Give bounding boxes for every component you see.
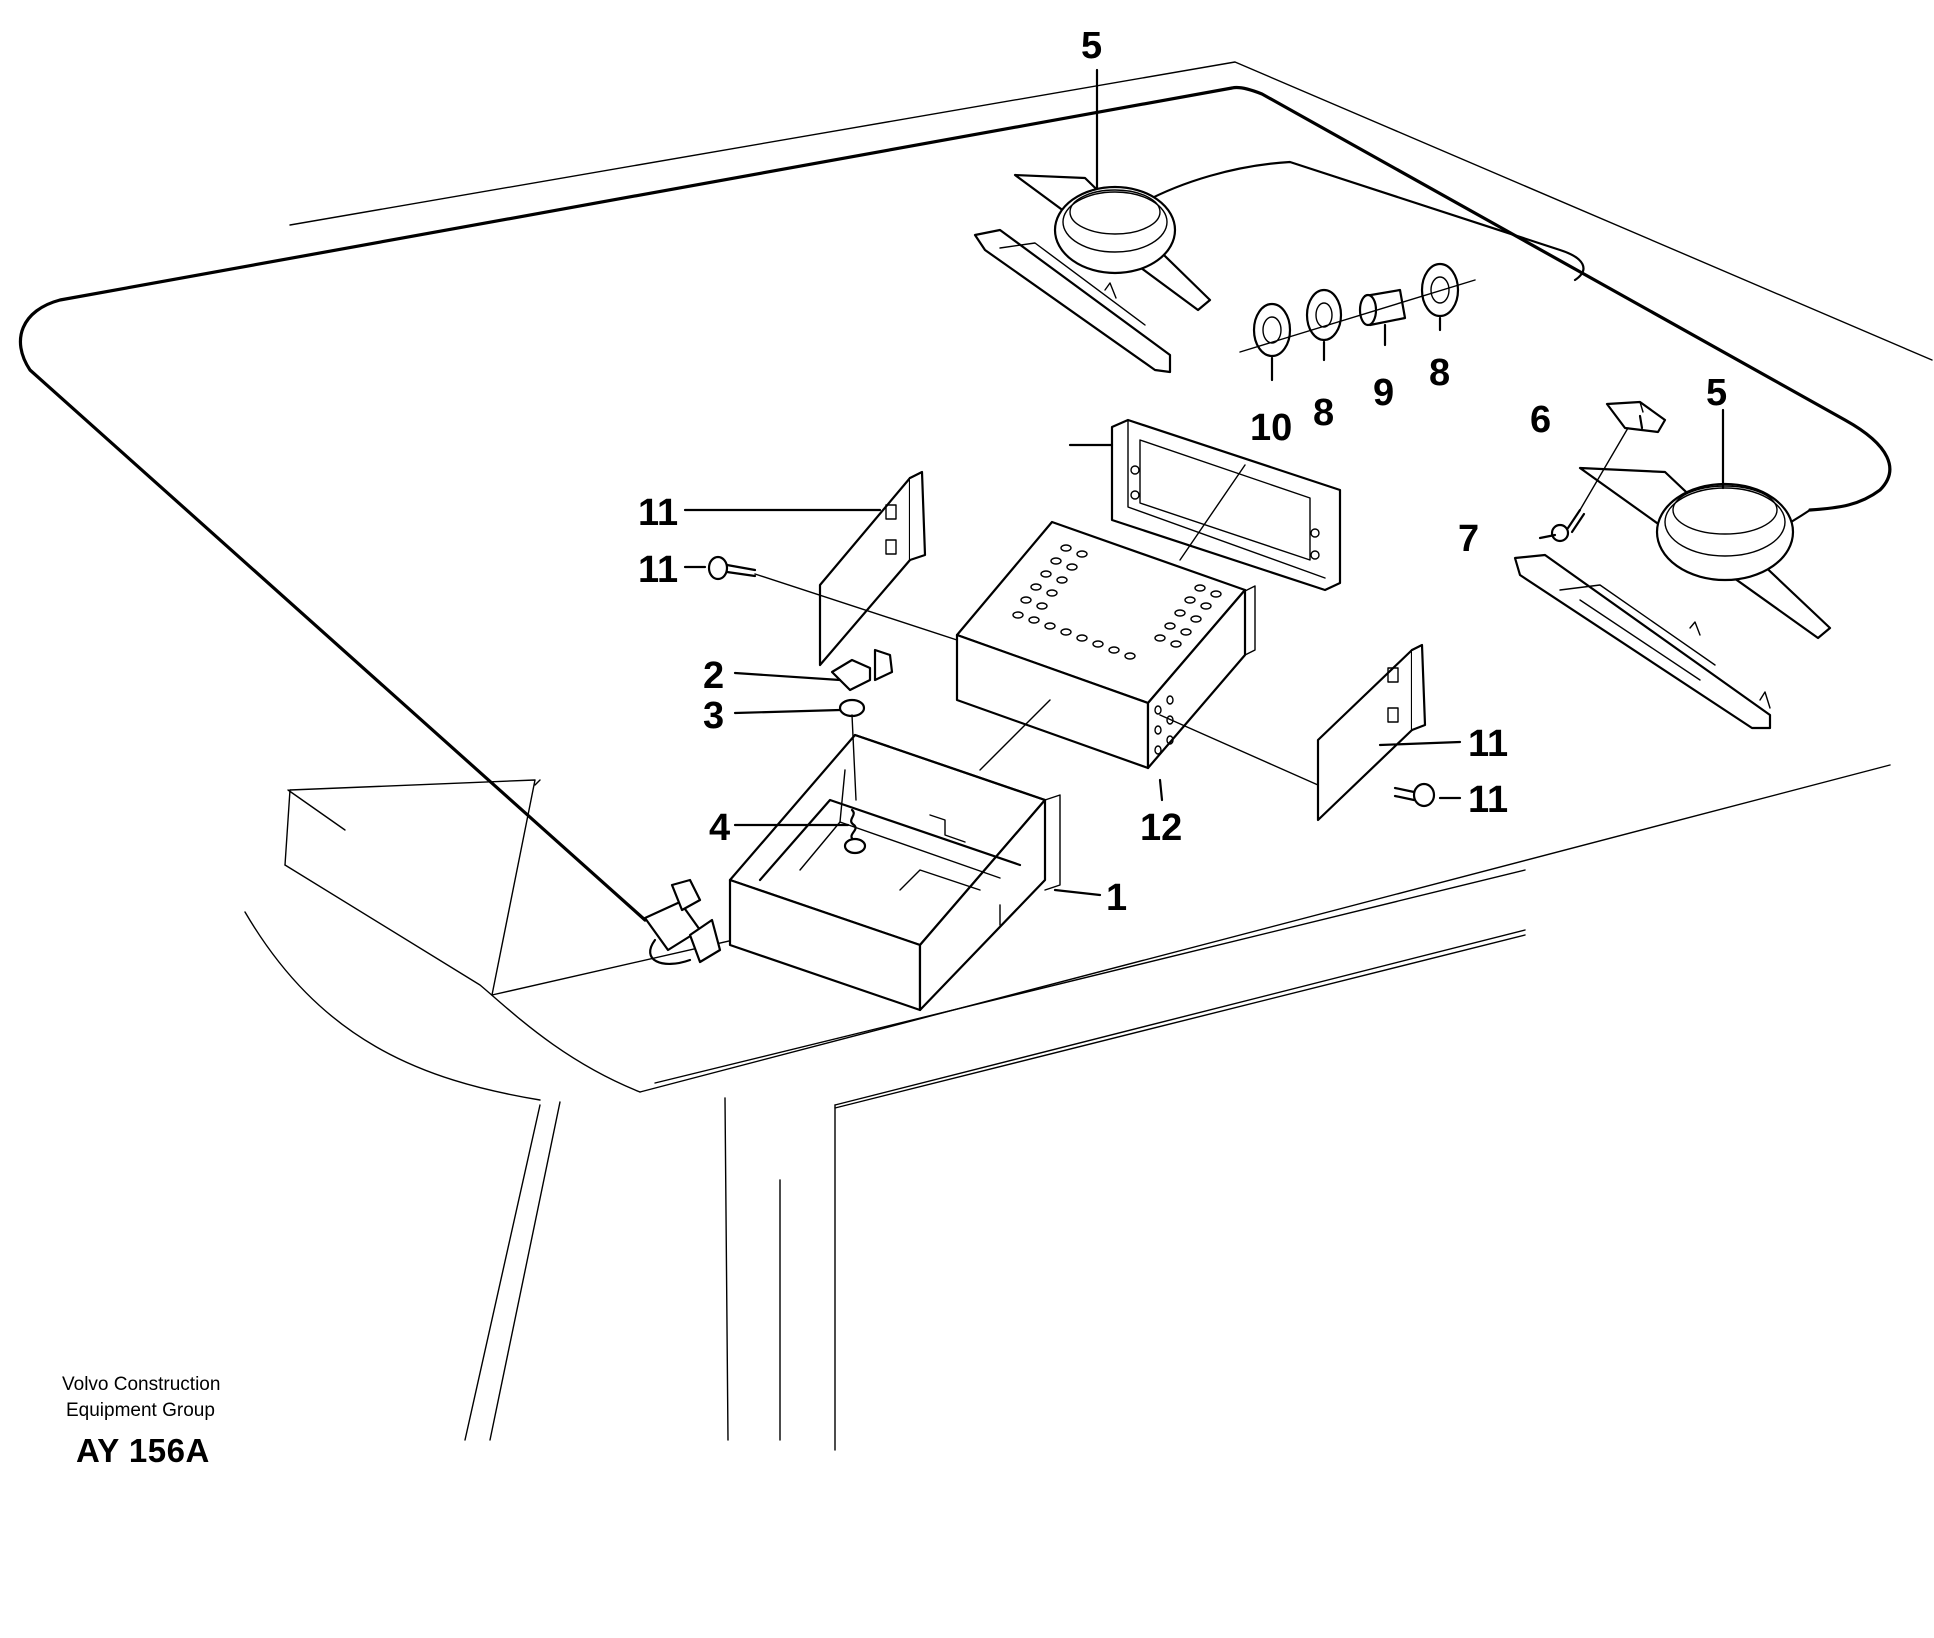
callout-11-bracket-right: 11 bbox=[1468, 723, 1508, 765]
left-speaker bbox=[973, 173, 1212, 374]
callout-11-bracket-left: 11 bbox=[638, 492, 678, 534]
left-side-bracket bbox=[818, 470, 927, 667]
bolt bbox=[843, 714, 867, 855]
callout-1: 1 bbox=[1106, 877, 1127, 919]
bracket-screw-right bbox=[1393, 782, 1436, 808]
bracket-screw-axis-right bbox=[1159, 714, 1319, 786]
bracket-screw-left bbox=[707, 555, 757, 581]
bracket-screw-axis-left bbox=[754, 573, 958, 641]
callout-4: 4 bbox=[709, 807, 730, 849]
callout-10: 10 bbox=[1250, 407, 1292, 449]
callout-3: 3 bbox=[703, 695, 724, 737]
figure-code: AY 156A bbox=[76, 1432, 210, 1469]
antenna-hardware bbox=[1239, 262, 1476, 358]
wing-nut bbox=[830, 648, 894, 692]
washer bbox=[838, 698, 866, 718]
assembly-axis-trim-radio bbox=[1179, 464, 1246, 561]
callout-7: 7 bbox=[1458, 518, 1479, 560]
callout-12: 12 bbox=[1140, 807, 1182, 849]
callout-leaders bbox=[683, 68, 1725, 897]
right-side-bracket bbox=[1316, 643, 1427, 822]
assembly-axis-radio-box bbox=[979, 699, 1051, 771]
cab-roof-outline bbox=[18, 61, 1933, 1451]
speaker-screw bbox=[1550, 508, 1586, 543]
speaker-clip bbox=[1605, 400, 1667, 434]
speaker-screw-axis bbox=[1579, 427, 1629, 511]
radio-trim-frame bbox=[1110, 418, 1342, 592]
callout-5-right: 5 bbox=[1706, 372, 1727, 414]
callout-8-left: 8 bbox=[1313, 392, 1334, 434]
callout-5-left: 5 bbox=[1081, 25, 1102, 67]
callout-6: 6 bbox=[1530, 399, 1551, 441]
callout-11-screw-right: 11 bbox=[1468, 779, 1508, 821]
radio-mounting-box bbox=[728, 733, 1061, 1012]
wire-harness-connector bbox=[643, 878, 722, 965]
callout-9: 9 bbox=[1373, 372, 1394, 414]
callout-8-right: 8 bbox=[1429, 352, 1450, 394]
publisher-name-line-1: Volvo Construction bbox=[62, 1374, 221, 1395]
radio-unit bbox=[955, 520, 1256, 770]
callout-2: 2 bbox=[703, 655, 724, 697]
callout-11-screw-left: 11 bbox=[638, 549, 678, 591]
publisher-name-line-2: Equipment Group bbox=[66, 1400, 215, 1421]
right-speaker bbox=[1513, 466, 1832, 730]
callout-labels: 5 10 8 9 8 5 6 7 11 11 2 3 4 1 12 11 11 bbox=[638, 25, 1727, 919]
